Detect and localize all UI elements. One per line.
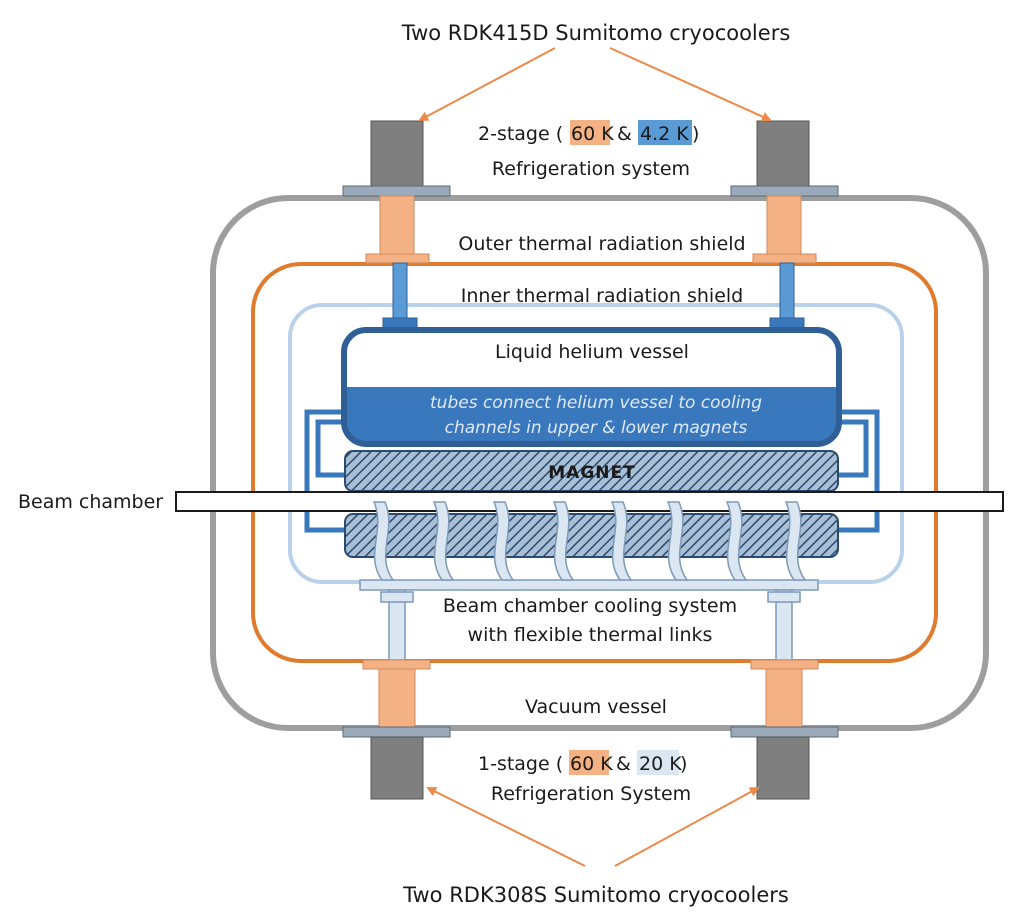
left-cooling-tubes [304,409,345,533]
bottom-left-20k-plate [380,591,414,603]
bottom-left-arrow [426,787,586,867]
thermal-link-8 [784,501,807,581]
top-left-arrow [418,47,556,121]
thermal-link-1 [372,501,395,581]
bc-cooling-label-line2: with flexible thermal links [468,624,713,646]
bottom-right-flange [730,726,839,738]
bottom-right-arrow [614,787,760,867]
bottom-right-cryocooler-head [756,736,810,800]
inner-shield-label: Inner thermal radiation shield [461,285,743,307]
thermal-link-2 [432,501,455,581]
lower-magnet [344,513,839,558]
bottom-arrows [426,787,760,867]
flexible-thermal-links [372,501,807,581]
top-temp2-highlight [638,120,692,145]
bottom-refrigeration-label: Refrigeration System [491,783,691,805]
top-amp: & [611,123,638,145]
top-right-60k-plate [752,253,817,264]
beam-chamber [175,491,1004,512]
bottom-cryocoolers-label: Two RDK308S Sumitomo cryocoolers [402,883,789,907]
top-cryocoolers-label: Two RDK415D Sumitomo cryocoolers [401,21,791,45]
bottom-stage-label: 1-stage ( 60 K & 20 K ) [478,753,688,775]
bot-amp: & [610,753,637,775]
bottom-right-60k-stage [765,668,803,728]
top-stage-prefix: 2-stage ( [478,123,563,145]
bot-temp2-highlight [637,750,679,775]
top-right-4k-plate [769,317,805,329]
top-right-flange [730,185,839,197]
beam-chamber-cooling-bar [359,579,819,591]
thermal-link-7 [725,501,748,581]
he-vessel-label: Liquid helium vessel [495,341,689,363]
liquid-helium-fill [344,387,839,444]
bottom-right-20k-plate [767,591,801,603]
bot-stage-prefix: 1-stage ( [478,753,563,775]
liquid-helium-vessel [341,327,842,447]
right-cooling-tubes [839,409,880,533]
thermal-link-4 [552,501,575,581]
bot-temp-20k: 20 K [639,753,682,775]
bot-temp-60k: 60 K [570,753,613,775]
top-left-60k-plate [365,253,430,264]
top-stage-suffix: ) [692,123,699,145]
top-stage-label: 2-stage ( 60 K & 4.2 K ) [478,123,699,145]
magnet-label: MAGNET [548,463,635,483]
bc-cooling-label-line1: Beam chamber cooling system [443,595,737,617]
tubes-note-line1: tubes connect helium vessel to cooling [430,393,762,413]
tubes-note-line2: channels in upper & lower magnets [445,418,748,438]
top-refrigeration-label: Refrigeration system [492,158,690,180]
top-temp-60k: 60 K [571,123,614,145]
top-right-cryocooler-head [756,120,810,187]
top-right-4k-stage [779,262,795,324]
bottom-left-cryocooler-head [370,736,424,800]
top-right-60k-stage [766,195,802,255]
bottom-right-60k-plate [750,659,819,670]
top-left-4k-stage [392,262,408,324]
vacuum-vessel-wall [210,195,989,731]
top-arrows [418,47,772,122]
top-right-arrow [609,47,772,122]
thermal-link-3 [492,501,515,581]
bottom-left-60k-plate [362,659,431,670]
outer-thermal-shield [251,262,938,663]
thermal-link-5 [610,501,633,581]
bottom-left-60k-stage [378,668,416,728]
top-left-flange [342,185,451,197]
top-left-60k-stage [379,195,415,255]
top-left-cryocooler-head [370,120,424,187]
top-left-4k-plate [382,317,418,329]
top-temp-4k: 4.2 K [640,123,689,145]
vacuum-vessel-label: Vacuum vessel [525,696,667,718]
bot-temp1-highlight [569,750,609,775]
beam-chamber-label: Beam chamber [18,491,163,513]
bottom-left-flange [342,726,451,738]
bot-stage-suffix: ) [680,753,687,775]
outer-shield-label: Outer thermal radiation shield [458,233,745,255]
thermal-link-6 [666,501,689,581]
top-temp1-highlight [570,120,610,145]
